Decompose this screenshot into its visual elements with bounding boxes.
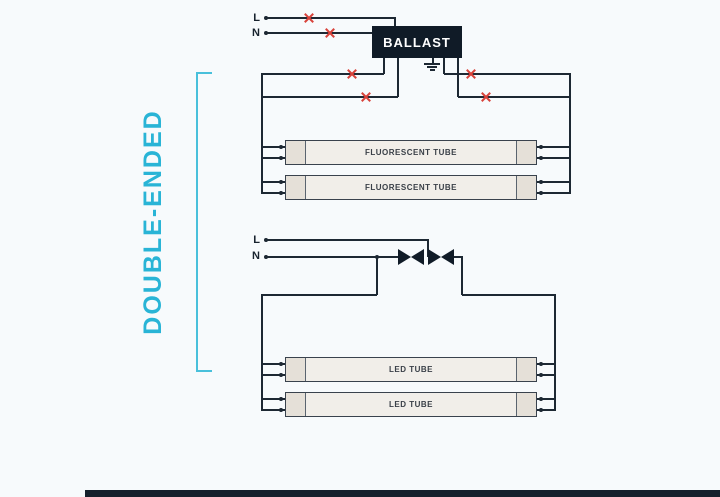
wire	[457, 58, 459, 97]
wire	[261, 73, 263, 194]
pin-dot	[539, 145, 543, 149]
wire	[262, 192, 285, 194]
wire	[261, 294, 263, 411]
wire	[454, 256, 462, 258]
wire	[537, 192, 570, 194]
wire	[266, 32, 372, 34]
pin-dot	[539, 180, 543, 184]
wire	[537, 157, 570, 159]
neutral-label: N	[252, 27, 260, 39]
wire	[262, 374, 285, 376]
tube-label: LED TUBE	[389, 365, 433, 374]
wire	[262, 73, 384, 75]
pin-dot	[279, 373, 283, 377]
pin-dot	[279, 156, 283, 160]
pin-dot	[539, 397, 543, 401]
bottom-bar	[85, 490, 720, 497]
line-label: L	[253, 12, 260, 24]
wire	[537, 374, 555, 376]
wire	[554, 294, 556, 411]
pin-dot	[279, 180, 283, 184]
wire	[262, 409, 285, 411]
wire	[266, 17, 395, 19]
wire	[262, 294, 377, 296]
wire	[262, 398, 285, 400]
pin-dot	[539, 156, 543, 160]
pin-dot	[539, 362, 543, 366]
tube-label: LED TUBE	[389, 400, 433, 409]
wire-connector-icon	[398, 249, 424, 265]
wire	[262, 157, 285, 159]
pin-dot	[279, 408, 283, 412]
junction-dot	[375, 255, 379, 259]
pin-dot	[539, 373, 543, 377]
bracket-line	[196, 72, 198, 372]
wire	[427, 239, 429, 257]
wire	[458, 96, 570, 98]
wire	[262, 146, 285, 148]
wire	[262, 363, 285, 365]
fluorescent-tube-2: FLUORESCENT TUBE	[285, 175, 537, 200]
line-label: L	[253, 234, 260, 246]
wire	[462, 294, 555, 296]
wire	[443, 58, 445, 74]
tube-label: FLUORESCENT TUBE	[365, 183, 457, 192]
wire	[262, 96, 398, 98]
ground-icon	[424, 58, 440, 71]
wire	[444, 73, 570, 75]
pin-dot	[539, 191, 543, 195]
wire	[537, 363, 555, 365]
bracket-tick-top	[196, 72, 212, 74]
led-tube-2: LED TUBE	[285, 392, 537, 417]
fluorescent-tube-1: FLUORESCENT TUBE	[285, 140, 537, 165]
bracket-tick-bottom	[196, 370, 212, 372]
wire	[461, 256, 463, 295]
wire	[262, 181, 285, 183]
tube-label: FLUORESCENT TUBE	[365, 148, 457, 157]
wire	[383, 58, 385, 74]
wire	[266, 239, 428, 241]
wire	[537, 146, 570, 148]
ballast-box: BALLAST	[372, 26, 462, 58]
pin-dot	[279, 191, 283, 195]
wire	[266, 256, 398, 258]
wire	[537, 181, 570, 183]
neutral-label: N	[252, 250, 260, 262]
wire	[394, 17, 396, 27]
wire	[376, 256, 378, 295]
wire	[569, 73, 571, 194]
pin-dot	[279, 362, 283, 366]
wire	[537, 398, 555, 400]
pin-dot	[539, 408, 543, 412]
pin-dot	[279, 397, 283, 401]
wire	[397, 58, 399, 97]
wire	[537, 409, 555, 411]
pin-dot	[279, 145, 283, 149]
wire-connector-icon	[428, 249, 454, 265]
led-tube-1: LED TUBE	[285, 357, 537, 382]
